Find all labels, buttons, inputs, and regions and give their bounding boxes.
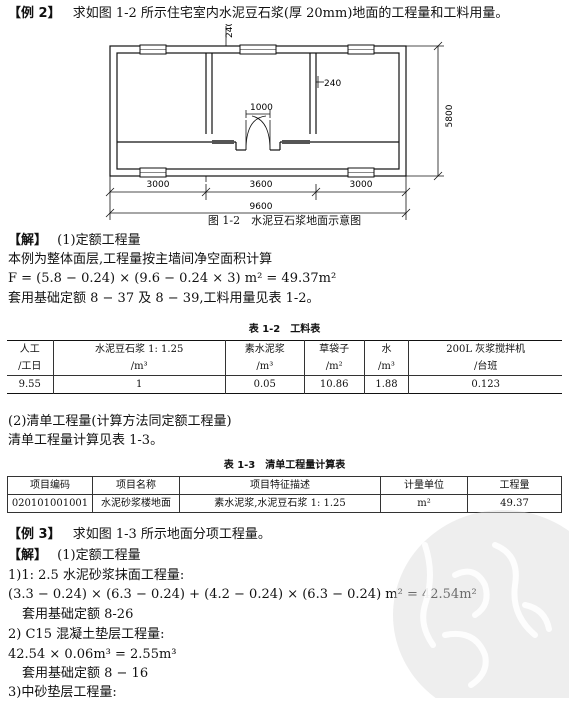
table-1-3-title: 表 1-3 清单工程量计算表 bbox=[223, 460, 346, 471]
solution-2-formula: F = (5.8 − 0.24) × (9.6 − 0.24 × 3) m² =… bbox=[8, 271, 337, 286]
t12-unit-cement-paste: /m³ bbox=[225, 358, 305, 376]
solution-3-heading: 【解】 (1)定额工程量 bbox=[8, 547, 141, 565]
table-1-2: 人工 水泥豆石浆 1: 1.25 素水泥浆 草袋子 水 200L 灰浆搅拌机 /… bbox=[7, 340, 562, 394]
ex3-line-4: 2) C15 混凝土垫层工程量: bbox=[8, 627, 165, 642]
solution-3-step: (1)定额工程量 bbox=[57, 548, 141, 563]
step-2-line: 清单工程量计算见表 1-3。 bbox=[8, 433, 164, 448]
solution-3-tag: 【解】 bbox=[8, 548, 48, 563]
t12-val-labor: 9.55 bbox=[7, 375, 54, 394]
dim-middle-3600: 3600 bbox=[250, 180, 273, 190]
example-2-text: 求如图 1-2 所示住宅室内水泥豆石浆(厚 20mm)地面的工程量和工料用量。 bbox=[72, 6, 509, 21]
table-1-3: 项目编码 项目名称 项目特征描述 计量单位 工程量 020101001001 水… bbox=[7, 476, 562, 513]
t12-head-water: 水 bbox=[364, 340, 410, 358]
t12-head-cement-paste: 素水泥浆 bbox=[225, 340, 305, 358]
t12-unit-straw-bag: /m² bbox=[304, 358, 365, 376]
dim-right-3000: 3000 bbox=[350, 180, 373, 190]
solution-2-line1: 本例为整体面层,工程量按主墙间净空面积计算 bbox=[8, 252, 273, 267]
dim-wall-240: 240 bbox=[225, 24, 235, 38]
t12-val-straw-bag: 10.86 bbox=[304, 375, 365, 394]
watermark-seal bbox=[393, 510, 569, 698]
t13-cell-desc: 素水泥浆,水泥豆石浆 1: 1.25 bbox=[179, 494, 381, 513]
t12-head-labor: 人工 bbox=[7, 340, 54, 358]
t13-cell-code: 020101001001 bbox=[7, 494, 93, 513]
ex3-line-5: 42.54 × 0.06m³ = 2.55m³ bbox=[8, 647, 177, 662]
ex3-line-6: 套用基础定额 8 − 16 bbox=[22, 666, 149, 681]
step-2-title: (2)清单工程量(计算方法同定额工程量) bbox=[8, 414, 232, 429]
t12-unit-labor: /工日 bbox=[7, 358, 54, 376]
figure-caption: 图 1-2 水泥豆石浆地面示意图 bbox=[207, 214, 362, 227]
example-2-tag: 【例 2】 bbox=[8, 6, 61, 21]
example-3-heading: 【例 3】 求如图 1-3 所示地面分项工程量。 bbox=[8, 526, 271, 544]
t13-head-code: 项目编码 bbox=[7, 476, 93, 495]
t13-head-qty: 工程量 bbox=[467, 476, 562, 495]
example-3-text: 求如图 1-3 所示地面分项工程量。 bbox=[72, 527, 271, 542]
t12-head-mortar: 水泥豆石浆 1: 1.25 bbox=[53, 340, 226, 358]
dim-inner-wall-240: 240 bbox=[324, 79, 341, 89]
solution-2-line3: 套用基础定额 8 − 37 及 8 − 39,工料用量见表 1-2。 bbox=[8, 291, 320, 306]
dim-left-3000: 3000 bbox=[147, 180, 170, 190]
example-3-tag: 【例 3】 bbox=[8, 527, 61, 542]
t13-head-name: 项目名称 bbox=[92, 476, 180, 495]
t12-unit-mortar: /m³ bbox=[53, 358, 226, 376]
t12-val-mixer: 0.123 bbox=[471, 379, 501, 390]
t12-head-mixer: 200L 灰浆搅拌机 bbox=[446, 344, 526, 355]
example-2-heading: 【例 2】 求如图 1-2 所示住宅室内水泥豆石浆(厚 20mm)地面的工程量和… bbox=[8, 5, 508, 23]
ex3-line-7: 3)中砂垫层工程量: bbox=[8, 685, 117, 700]
table-1-2-title: 表 1-2 工料表 bbox=[248, 324, 321, 335]
solution-2-tag: 【解】 bbox=[8, 233, 48, 248]
ex3-line-3: 套用基础定额 8-26 bbox=[22, 607, 134, 622]
t13-head-unit: 计量单位 bbox=[380, 476, 468, 495]
t12-head-straw-bag: 草袋子 bbox=[304, 340, 365, 358]
dim-depth-5800: 5800 bbox=[445, 104, 455, 127]
t12-val-mortar: 1 bbox=[53, 375, 226, 394]
t12-unit-mixer: /台班 bbox=[408, 358, 562, 376]
t13-cell-qty: 49.37 bbox=[467, 494, 562, 513]
dim-door-1000: 1000 bbox=[250, 103, 273, 113]
dim-total-9600: 9600 bbox=[250, 202, 273, 212]
solution-2-step1: (1)定额工程量 bbox=[57, 233, 141, 248]
t13-cell-name: 水泥砂浆楼地面 bbox=[92, 494, 180, 513]
t12-val-cement-paste: 0.05 bbox=[225, 375, 305, 394]
t13-head-desc: 项目特征描述 bbox=[179, 476, 381, 495]
solution-2-heading: 【解】 (1)定额工程量 bbox=[8, 232, 141, 250]
t12-val-water: 1.88 bbox=[364, 375, 410, 394]
floor-plan-figure: 240 240 1000 5800 3000 3600 3000 bbox=[105, 24, 455, 220]
ex3-line-2: (3.3 − 0.24) × (6.3 − 0.24) + (4.2 − 0.2… bbox=[8, 587, 477, 602]
ex3-line-1: 1)1: 2.5 水泥砂浆抹面工程量: bbox=[8, 568, 185, 583]
t12-unit-water: /m³ bbox=[364, 358, 410, 376]
